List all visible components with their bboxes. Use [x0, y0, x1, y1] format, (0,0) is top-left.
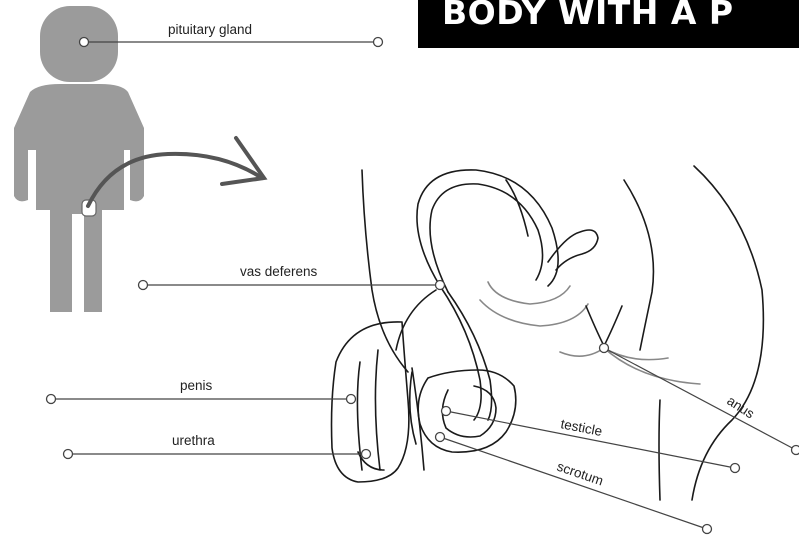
banner-title: BODY WITH A P — [442, 0, 734, 32]
testicle-label: testicle — [559, 416, 603, 439]
scrotum-label: scrotum — [555, 459, 605, 489]
label-anus: anus — [600, 344, 799, 455]
anus-label: anus — [724, 393, 757, 422]
title-banner: BODY WITH A P — [418, 0, 799, 48]
label-urethra: urethra — [64, 433, 371, 459]
label-testicle: testicle — [442, 407, 740, 473]
person-figure-icon — [14, 6, 144, 312]
penis-label: penis — [180, 378, 213, 393]
vas-deferens-label: vas deferens — [240, 264, 318, 279]
pituitary-gland-label: pituitary gland — [168, 22, 252, 37]
label-pituitary-gland: pituitary gland — [80, 22, 383, 47]
urethra-label: urethra — [172, 433, 215, 448]
label-vas-deferens: vas deferens — [139, 264, 445, 290]
label-scrotum: scrotum — [436, 433, 712, 534]
reproductive-anatomy-drawing — [332, 166, 764, 500]
label-penis: penis — [47, 378, 356, 404]
